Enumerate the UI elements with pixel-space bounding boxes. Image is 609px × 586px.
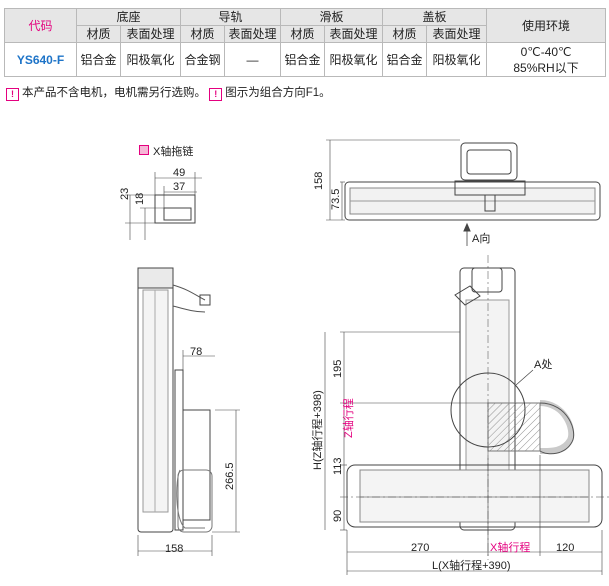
top-view-drawing bbox=[326, 139, 601, 246]
header-code: 代码 bbox=[4, 8, 77, 43]
table-cell: 阳极氧化 bbox=[119, 42, 182, 77]
env-cell: 0℃-40℃ 85%RH以下 bbox=[486, 42, 607, 77]
header-rail: 导轨 bbox=[180, 8, 282, 26]
dim-x-stroke: X轴行程 bbox=[490, 540, 530, 554]
dim-18: 18 bbox=[134, 193, 146, 205]
dim-front-270: 270 bbox=[411, 542, 429, 554]
chain-section-drawing bbox=[125, 172, 202, 240]
detail-a-label: A处 bbox=[534, 358, 552, 371]
env-humidity: 85%RH以下 bbox=[513, 60, 579, 75]
view-a-label: A向 bbox=[472, 231, 490, 245]
table-cell: 合金钢 bbox=[180, 42, 226, 77]
dim-front-120: 120 bbox=[556, 542, 574, 554]
dim-z-stroke: Z轴行程 bbox=[341, 398, 355, 438]
dim-37: 37 bbox=[173, 181, 185, 193]
legend-label: X轴拖链 bbox=[153, 146, 194, 158]
table-cell: 铝合金 bbox=[280, 42, 326, 77]
dim-23: 23 bbox=[119, 188, 131, 200]
warning-icon: ! bbox=[6, 88, 19, 101]
table-cell: 阳极氧化 bbox=[324, 42, 384, 77]
side-view-drawing bbox=[137, 267, 240, 556]
table-cell: — bbox=[224, 42, 282, 77]
spec-table: 代码 底座 导轨 滑板 盖板 使用环境 材质 表面处理 材质 表面处理 材质 表… bbox=[4, 8, 607, 77]
subheader-surface: 表面处理 bbox=[426, 25, 488, 43]
product-code: YS640-F bbox=[4, 42, 77, 77]
subheader-material: 材质 bbox=[280, 25, 326, 43]
warning-icon: ! bbox=[209, 88, 223, 101]
dim-front-90: 90 bbox=[332, 510, 344, 522]
note-orientation: 图示为组合方向F1。 bbox=[225, 87, 331, 99]
dim-49: 49 bbox=[173, 167, 185, 179]
legend-chain: X轴拖链 bbox=[139, 143, 193, 159]
dim-front-195: 195 bbox=[332, 360, 344, 378]
dim-top-73-5: 73.5 bbox=[330, 189, 342, 210]
env-temp: 0℃-40℃ bbox=[520, 44, 572, 59]
note-motor: 本产品不含电机，电机需另行选购。 bbox=[22, 87, 206, 99]
front-view-drawing bbox=[324, 255, 609, 575]
dim-top-158: 158 bbox=[313, 172, 325, 190]
dim-side-158: 158 bbox=[165, 543, 183, 555]
dim-side-78: 78 bbox=[190, 346, 202, 358]
dim-side-266-5: 266.5 bbox=[224, 462, 236, 490]
subheader-material: 材质 bbox=[180, 25, 226, 43]
notes-line: !本产品不含电机，电机需另行选购。 !图示为组合方向F1。 bbox=[6, 84, 331, 101]
header-env: 使用环境 bbox=[486, 8, 607, 43]
table-cell: 阳极氧化 bbox=[426, 42, 488, 77]
dim-front-113: 113 bbox=[332, 457, 344, 475]
subheader-surface: 表面处理 bbox=[324, 25, 384, 43]
legend-swatch-icon bbox=[139, 145, 149, 155]
dim-front-h: H(Z轴行程+398) bbox=[310, 390, 324, 470]
dim-front-l: L(X轴行程+390) bbox=[432, 558, 511, 572]
table-cell: 铝合金 bbox=[382, 42, 428, 77]
